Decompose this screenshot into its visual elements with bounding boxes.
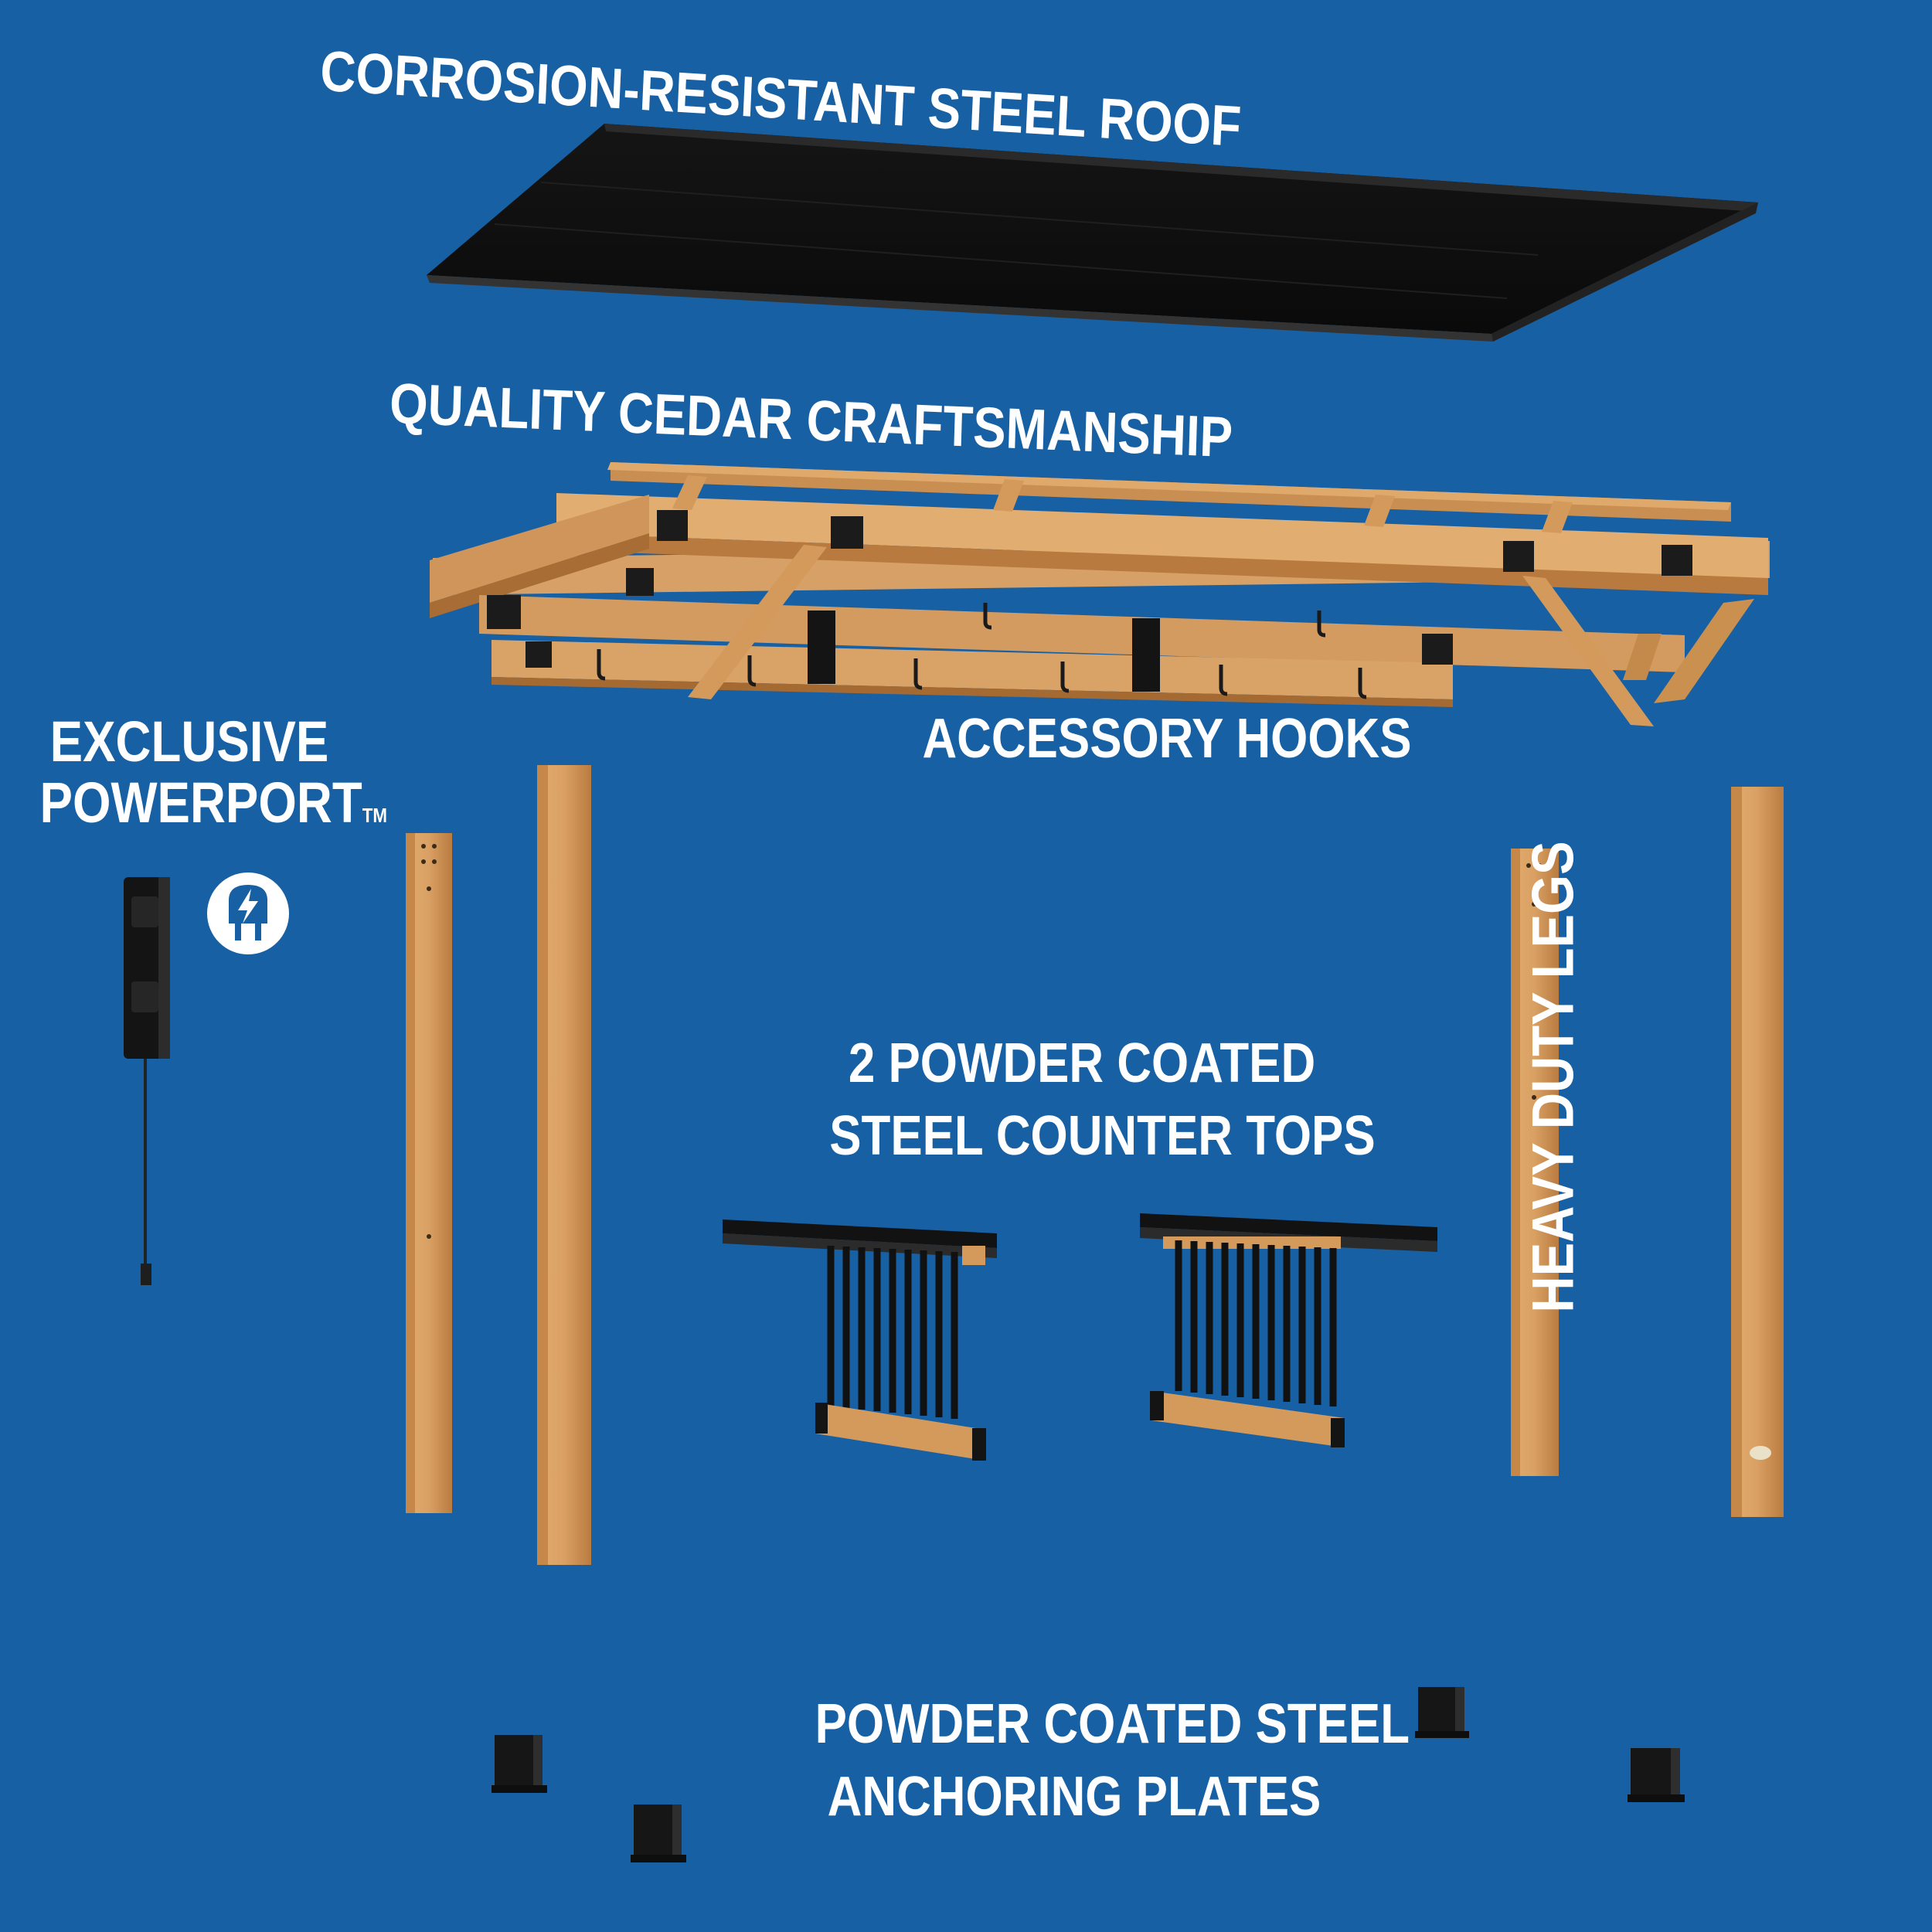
anchor-plate bbox=[1415, 1687, 1469, 1738]
leg-right-front bbox=[1731, 787, 1784, 1517]
legs-label: HEAVY DUTY LEGS bbox=[1520, 841, 1587, 1313]
powerport-label-line1: EXCLUSIVE bbox=[49, 709, 329, 774]
accessory-hooks-label: ACCESSORY HOOKS bbox=[922, 708, 1412, 770]
counter-tops-label: 2 POWDER COATED STEEL COUNTER TOPS bbox=[829, 1028, 1376, 1172]
plug-lightning-icon bbox=[207, 872, 289, 954]
powerport-device bbox=[124, 877, 170, 1285]
powerport-label-line2: POWERPORTTM bbox=[39, 770, 387, 835]
steel-roof bbox=[427, 124, 1758, 342]
anchoring-plates-label-line2: ANCHORING PLATES bbox=[827, 1765, 1321, 1828]
counter-tops-label-line2: STEEL COUNTER TOPS bbox=[829, 1104, 1376, 1167]
anchoring-plates bbox=[492, 1687, 1685, 1862]
anchoring-plates-label-line1: POWDER COATED STEEL bbox=[815, 1693, 1410, 1755]
cedar-frame bbox=[430, 462, 1770, 726]
heavy-duty-legs bbox=[406, 765, 1784, 1565]
accessory-hooks bbox=[597, 603, 1367, 699]
leg-left-back bbox=[406, 833, 452, 1513]
leg-left-front bbox=[537, 765, 591, 1565]
trademark-mark: TM bbox=[362, 804, 387, 828]
counter-top-right bbox=[1140, 1213, 1437, 1447]
anchoring-plates-label: POWDER COATED STEEL ANCHORING PLATES bbox=[815, 1689, 1410, 1833]
anchor-plate bbox=[1628, 1748, 1685, 1802]
anchor-plate bbox=[492, 1735, 547, 1793]
counter-tops-label-line1: 2 POWDER COATED bbox=[848, 1032, 1316, 1094]
anchor-plate bbox=[631, 1804, 686, 1862]
counter-top-left bbox=[723, 1219, 997, 1461]
powerport-label: EXCLUSIVE POWERPORTTM bbox=[39, 709, 387, 835]
leg-right-back bbox=[1511, 849, 1559, 1476]
